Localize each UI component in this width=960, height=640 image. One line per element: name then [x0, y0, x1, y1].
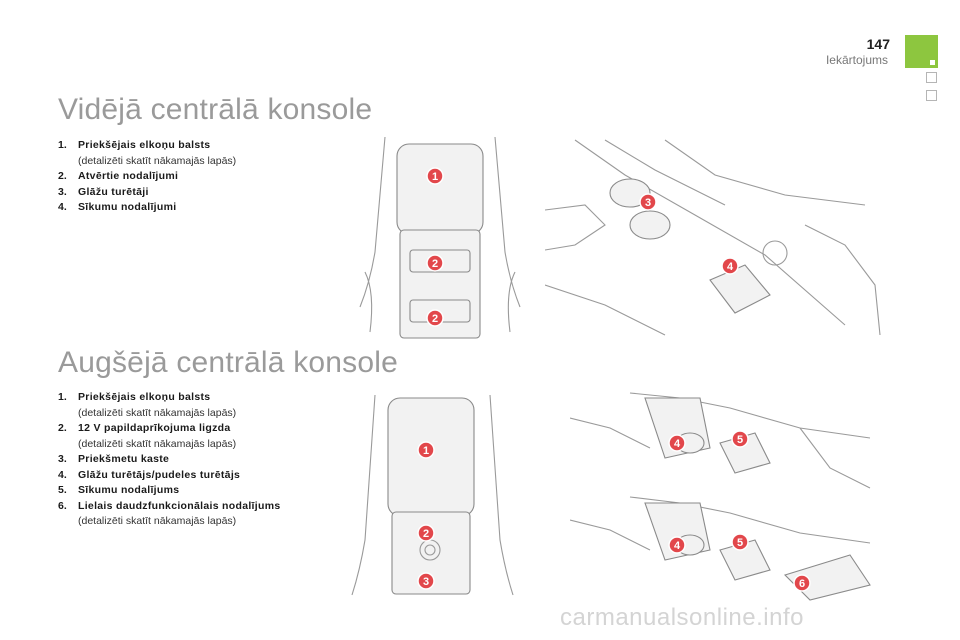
badge-5: 5 [731, 533, 749, 551]
badge-2: 2 [417, 524, 435, 542]
chapter-name: Iekārtojums [825, 53, 888, 67]
svg-text:4: 4 [674, 438, 681, 450]
badge-2: 2 [426, 309, 444, 327]
upper-storage-illustration-top: 4 5 [570, 392, 871, 489]
svg-text:4: 4 [727, 261, 734, 273]
cup-holder-illustration: 3 4 [545, 139, 881, 336]
svg-text:5: 5 [737, 434, 743, 446]
svg-text:5: 5 [737, 537, 743, 549]
badge-1: 1 [426, 167, 444, 185]
middle-console-list: 1.Priekšējais elkoņu balsts(detalizēti s… [58, 138, 236, 216]
badge-3: 3 [417, 572, 435, 590]
list-item: 3.Priekšmetu kaste [58, 453, 170, 465]
list-item: 2.12 V papildaprīkojuma ligzda(detalizēt… [58, 422, 237, 450]
badge-2: 2 [426, 254, 444, 272]
middle-console-illustration: 1 2 2 [359, 136, 521, 339]
svg-text:3: 3 [645, 197, 651, 209]
svg-text:6: 6 [799, 578, 805, 590]
badge-4: 4 [668, 536, 686, 554]
list-item: 6.Lielais daudzfunkcionālais nodalījums(… [58, 499, 281, 528]
badge-3: 3 [639, 193, 657, 211]
upper-console-illustration: 1 2 3 [351, 394, 514, 596]
svg-text:2: 2 [432, 258, 438, 270]
upper-console-list: 1.Priekšējais elkoņu balsts(detalizēti s… [58, 390, 280, 530]
list-item: 5.Sīkumu nodalījums [58, 484, 180, 496]
svg-text:2: 2 [423, 528, 429, 540]
badge-1: 1 [417, 441, 435, 459]
list-item: 3.Glāžu turētāji [58, 185, 149, 198]
list-item: 2.Atvērtie nodalījumi [58, 170, 179, 182]
list-item: 4.Sīkumu nodalījumi [58, 201, 177, 213]
badge-4: 4 [721, 257, 739, 275]
badge-4: 4 [668, 434, 686, 452]
chapter-tab[interactable] [905, 35, 938, 68]
nav-box-2[interactable] [926, 90, 937, 101]
page-number: 147 [866, 36, 890, 52]
list-item: 1.Priekšējais elkoņu balsts(detalizēti s… [58, 391, 237, 419]
svg-text:1: 1 [423, 445, 429, 457]
nav-box-1[interactable] [926, 72, 937, 83]
upper-storage-illustration-bottom: 4 5 6 [570, 496, 871, 601]
svg-text:2: 2 [432, 313, 438, 325]
badge-5: 5 [731, 430, 749, 448]
svg-text:3: 3 [423, 576, 429, 588]
section-title-middle-console: Vidējā centrālā konsole [58, 93, 373, 126]
section-title-upper-console: Augšējā centrālā konsole [58, 346, 399, 379]
badge-6: 6 [793, 574, 811, 592]
svg-text:1: 1 [432, 171, 438, 183]
svg-text:4: 4 [674, 540, 681, 552]
list-item: 4.Glāžu turētājs/pudeles turētājs [58, 468, 241, 481]
list-item: 1.Priekšējais elkoņu balsts(detalizēti s… [58, 139, 237, 167]
watermark: carmanualsonline.info [560, 604, 804, 631]
